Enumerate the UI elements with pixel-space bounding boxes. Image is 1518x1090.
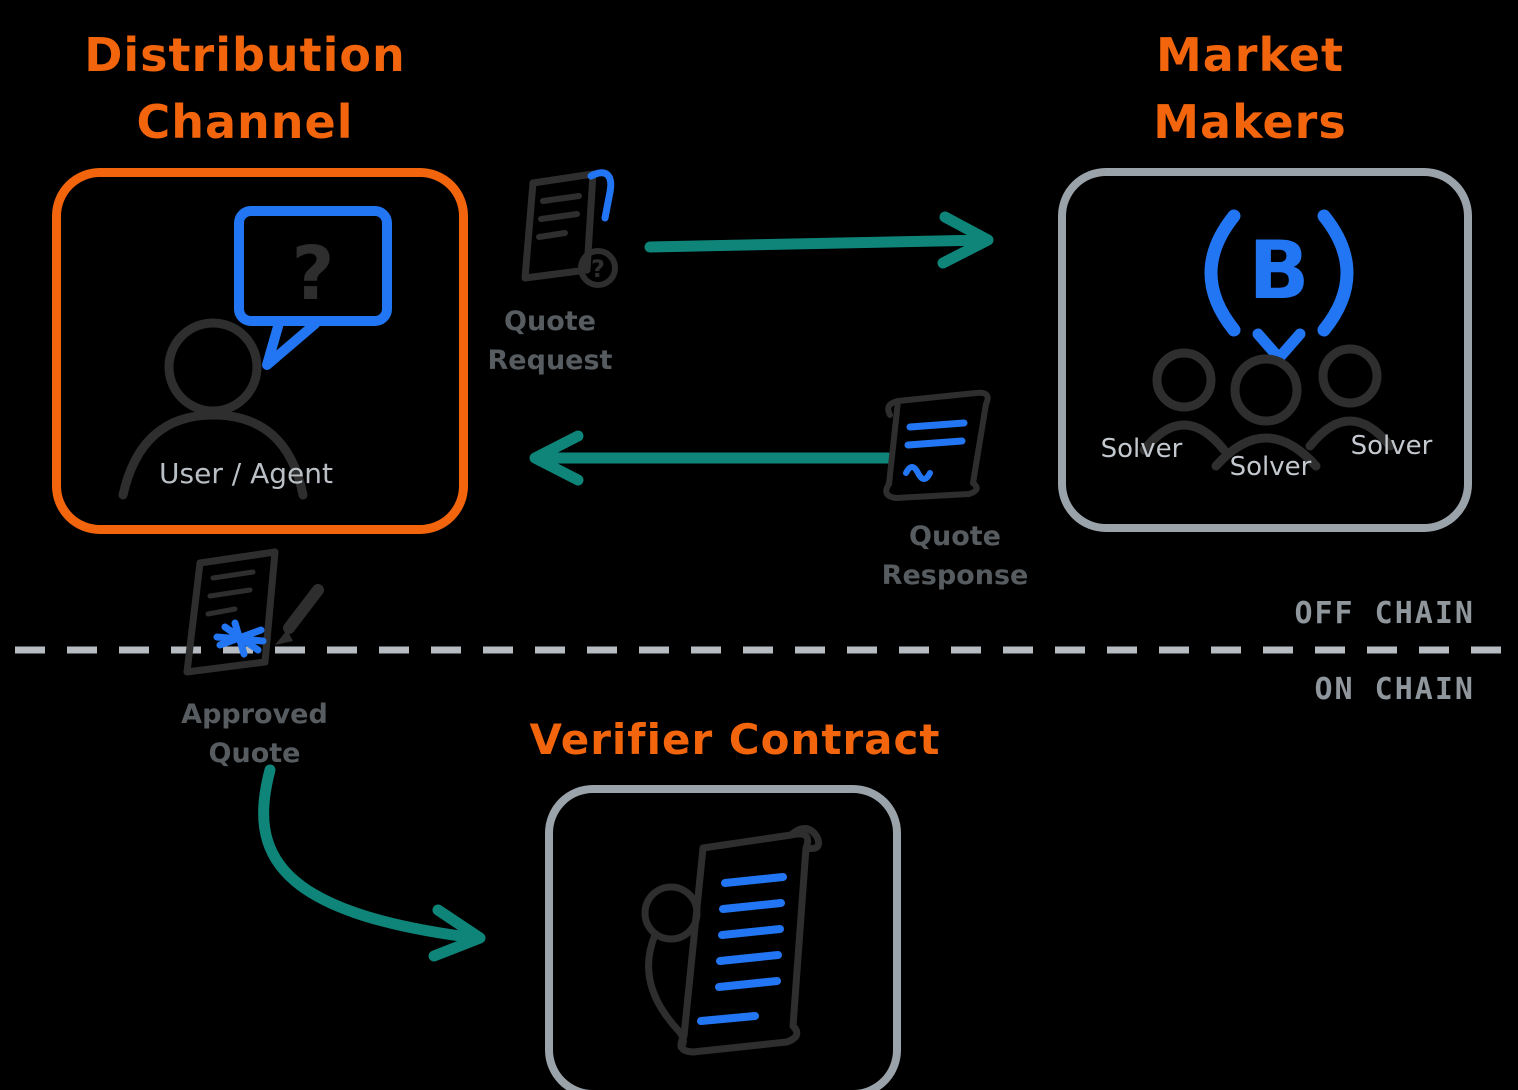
quote-response-line1: Quote bbox=[909, 521, 1001, 552]
verifier-line-6 bbox=[697, 1012, 759, 1025]
approved-lines bbox=[205, 569, 256, 617]
solver-middle-head-icon bbox=[1230, 354, 1302, 426]
market-maker-logo-icon: B bbox=[1139, 209, 1395, 471]
logo-chevron bbox=[1252, 328, 1306, 364]
solver-label-middle: Solver bbox=[1229, 452, 1312, 482]
scroll-blue-lines bbox=[904, 419, 968, 449]
quote-request-doc-icon: ? bbox=[521, 169, 618, 288]
quote-response-line2: Response bbox=[881, 560, 1029, 592]
quote-response-arrow bbox=[529, 430, 894, 486]
verifier-quill-head bbox=[641, 883, 701, 943]
quote-request-label: Quote Request bbox=[475, 302, 625, 380]
scroll-curl bbox=[885, 398, 901, 418]
approved-quote-line1: Approved bbox=[181, 699, 328, 730]
solver-label-right: Solver bbox=[1350, 431, 1433, 461]
quote-request-arrow bbox=[644, 211, 994, 269]
quote-response-scroll-icon bbox=[883, 389, 991, 501]
verifier-contract-node bbox=[545, 785, 901, 1090]
approved-quote-label: Approved Quote bbox=[172, 695, 337, 773]
market-makers-title: Market Makers bbox=[1040, 22, 1460, 155]
approved-quote-line2: Quote bbox=[208, 738, 301, 770]
on-chain-label: ON CHAIN bbox=[1314, 672, 1475, 707]
verifier-line-2 bbox=[719, 899, 785, 913]
person-head-icon bbox=[164, 318, 262, 416]
doc-blue-corner bbox=[587, 169, 615, 222]
off-chain-label: OFF CHAIN bbox=[1294, 596, 1475, 631]
approved-paper bbox=[183, 548, 279, 676]
quote-request-line2: Request bbox=[487, 345, 613, 377]
quote-response-label: Quote Response bbox=[870, 517, 1040, 595]
logo-b-glyph: B bbox=[1249, 224, 1310, 317]
solver-right-body-icon bbox=[1305, 416, 1395, 451]
distribution-channel-node: ? User / Agent bbox=[52, 168, 468, 534]
solver-middle-body-icon bbox=[1211, 433, 1321, 471]
logo-left-bracket bbox=[1204, 209, 1241, 337]
verifier-scroll-curl bbox=[787, 825, 823, 852]
distribution-channel-title: Distribution Channel bbox=[40, 22, 450, 155]
market-makers-node: B Solver Solver Solver bbox=[1058, 168, 1472, 532]
verifier-scroll-icon bbox=[641, 825, 823, 1056]
approved-quote-arrow bbox=[258, 764, 486, 962]
solver-right-head-icon bbox=[1318, 344, 1382, 408]
speech-bubble-tail bbox=[262, 318, 320, 370]
approved-quote-doc-icon bbox=[183, 548, 324, 676]
doc-paper bbox=[521, 170, 597, 282]
scroll-outline bbox=[883, 389, 991, 501]
doc-lines bbox=[536, 193, 582, 240]
user-agent-caption: User / Agent bbox=[159, 457, 333, 490]
person-body-icon bbox=[118, 410, 308, 500]
verifier-line-1 bbox=[721, 873, 787, 887]
logo-right-bracket bbox=[1317, 209, 1354, 337]
bubble-question-glyph: ? bbox=[292, 231, 335, 317]
verifier-line-3 bbox=[718, 925, 784, 939]
distribution-title-line2: Channel bbox=[136, 94, 354, 149]
verifier-contract-title: Verifier Contract bbox=[529, 715, 941, 764]
doc-question-glyph: ? bbox=[591, 255, 605, 283]
user-chat-icon: ? bbox=[118, 206, 392, 500]
solver-left-head-icon bbox=[1152, 348, 1216, 412]
quote-request-line1: Quote bbox=[504, 306, 596, 337]
verifier-quill-tail bbox=[645, 931, 687, 1051]
approved-star-scribble bbox=[213, 619, 267, 658]
solver-label-left: Solver bbox=[1100, 434, 1183, 464]
verifier-line-5 bbox=[715, 977, 781, 991]
approved-pen bbox=[283, 584, 324, 634]
market-title-line2: Makers bbox=[1153, 94, 1347, 149]
approved-pen-nib bbox=[275, 630, 293, 645]
chain-divider bbox=[15, 646, 1505, 654]
doc-question-badge bbox=[578, 248, 618, 288]
scroll-signature bbox=[903, 464, 933, 482]
solver-left-body-icon bbox=[1139, 420, 1229, 455]
market-title-line1: Market bbox=[1155, 28, 1345, 82]
verifier-line-4 bbox=[716, 951, 782, 965]
distribution-title-line1: Distribution bbox=[84, 28, 406, 82]
